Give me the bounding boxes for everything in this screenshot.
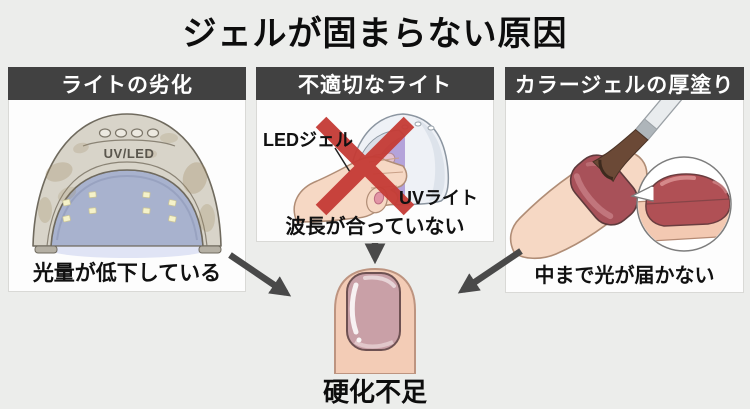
- panel-header: ライトの劣化: [8, 67, 246, 100]
- panel-body: LEDジェル UVライト 波長が合っていない: [256, 100, 494, 242]
- panel-body: UV/LED 光量が低下している: [8, 100, 246, 292]
- result-label: 硬化不足: [322, 377, 427, 407]
- label-uv-light: UVライト: [399, 188, 479, 208]
- hand-in-lamp-illustration: [293, 113, 450, 223]
- label-leader-line: [334, 147, 351, 173]
- lamp-model-text: UV/LED: [104, 146, 155, 161]
- panel-caption: 中まで光が届かない: [534, 265, 715, 287]
- vent-holes: [98, 128, 160, 138]
- panel-caption: 波長が合っていない: [285, 216, 465, 238]
- dirt-stains: [38, 133, 215, 232]
- panel-body: 中まで光が届かない: [505, 100, 744, 293]
- thumb-nail: [373, 191, 385, 205]
- red-cross-icon: [315, 116, 415, 216]
- panel-thick-gel: カラージェルの厚塗り: [505, 67, 744, 293]
- uncured-nail-icon: [334, 267, 416, 374]
- panel-header: 不適切なライト: [256, 67, 494, 100]
- label-led-gel: LEDジェル: [263, 130, 353, 150]
- panel-wrong-light: 不適切なライト: [256, 67, 494, 242]
- panel-light-deterioration: ライトの劣化: [8, 67, 246, 292]
- gel-brush-icon: [592, 100, 687, 183]
- panel-caption: 光量が低下している: [32, 262, 222, 285]
- thick-gel-illustration: [509, 100, 732, 260]
- finger-with-gel-icon: [509, 150, 648, 260]
- page-title: ジェルが固まらない原因: [182, 15, 568, 53]
- led-chips: [62, 191, 177, 223]
- panel-header: カラージェルの厚塗り: [505, 67, 744, 100]
- worn-uv-lamp-illustration: UV/LED: [32, 113, 222, 258]
- magnifier-cross-section: [630, 156, 732, 252]
